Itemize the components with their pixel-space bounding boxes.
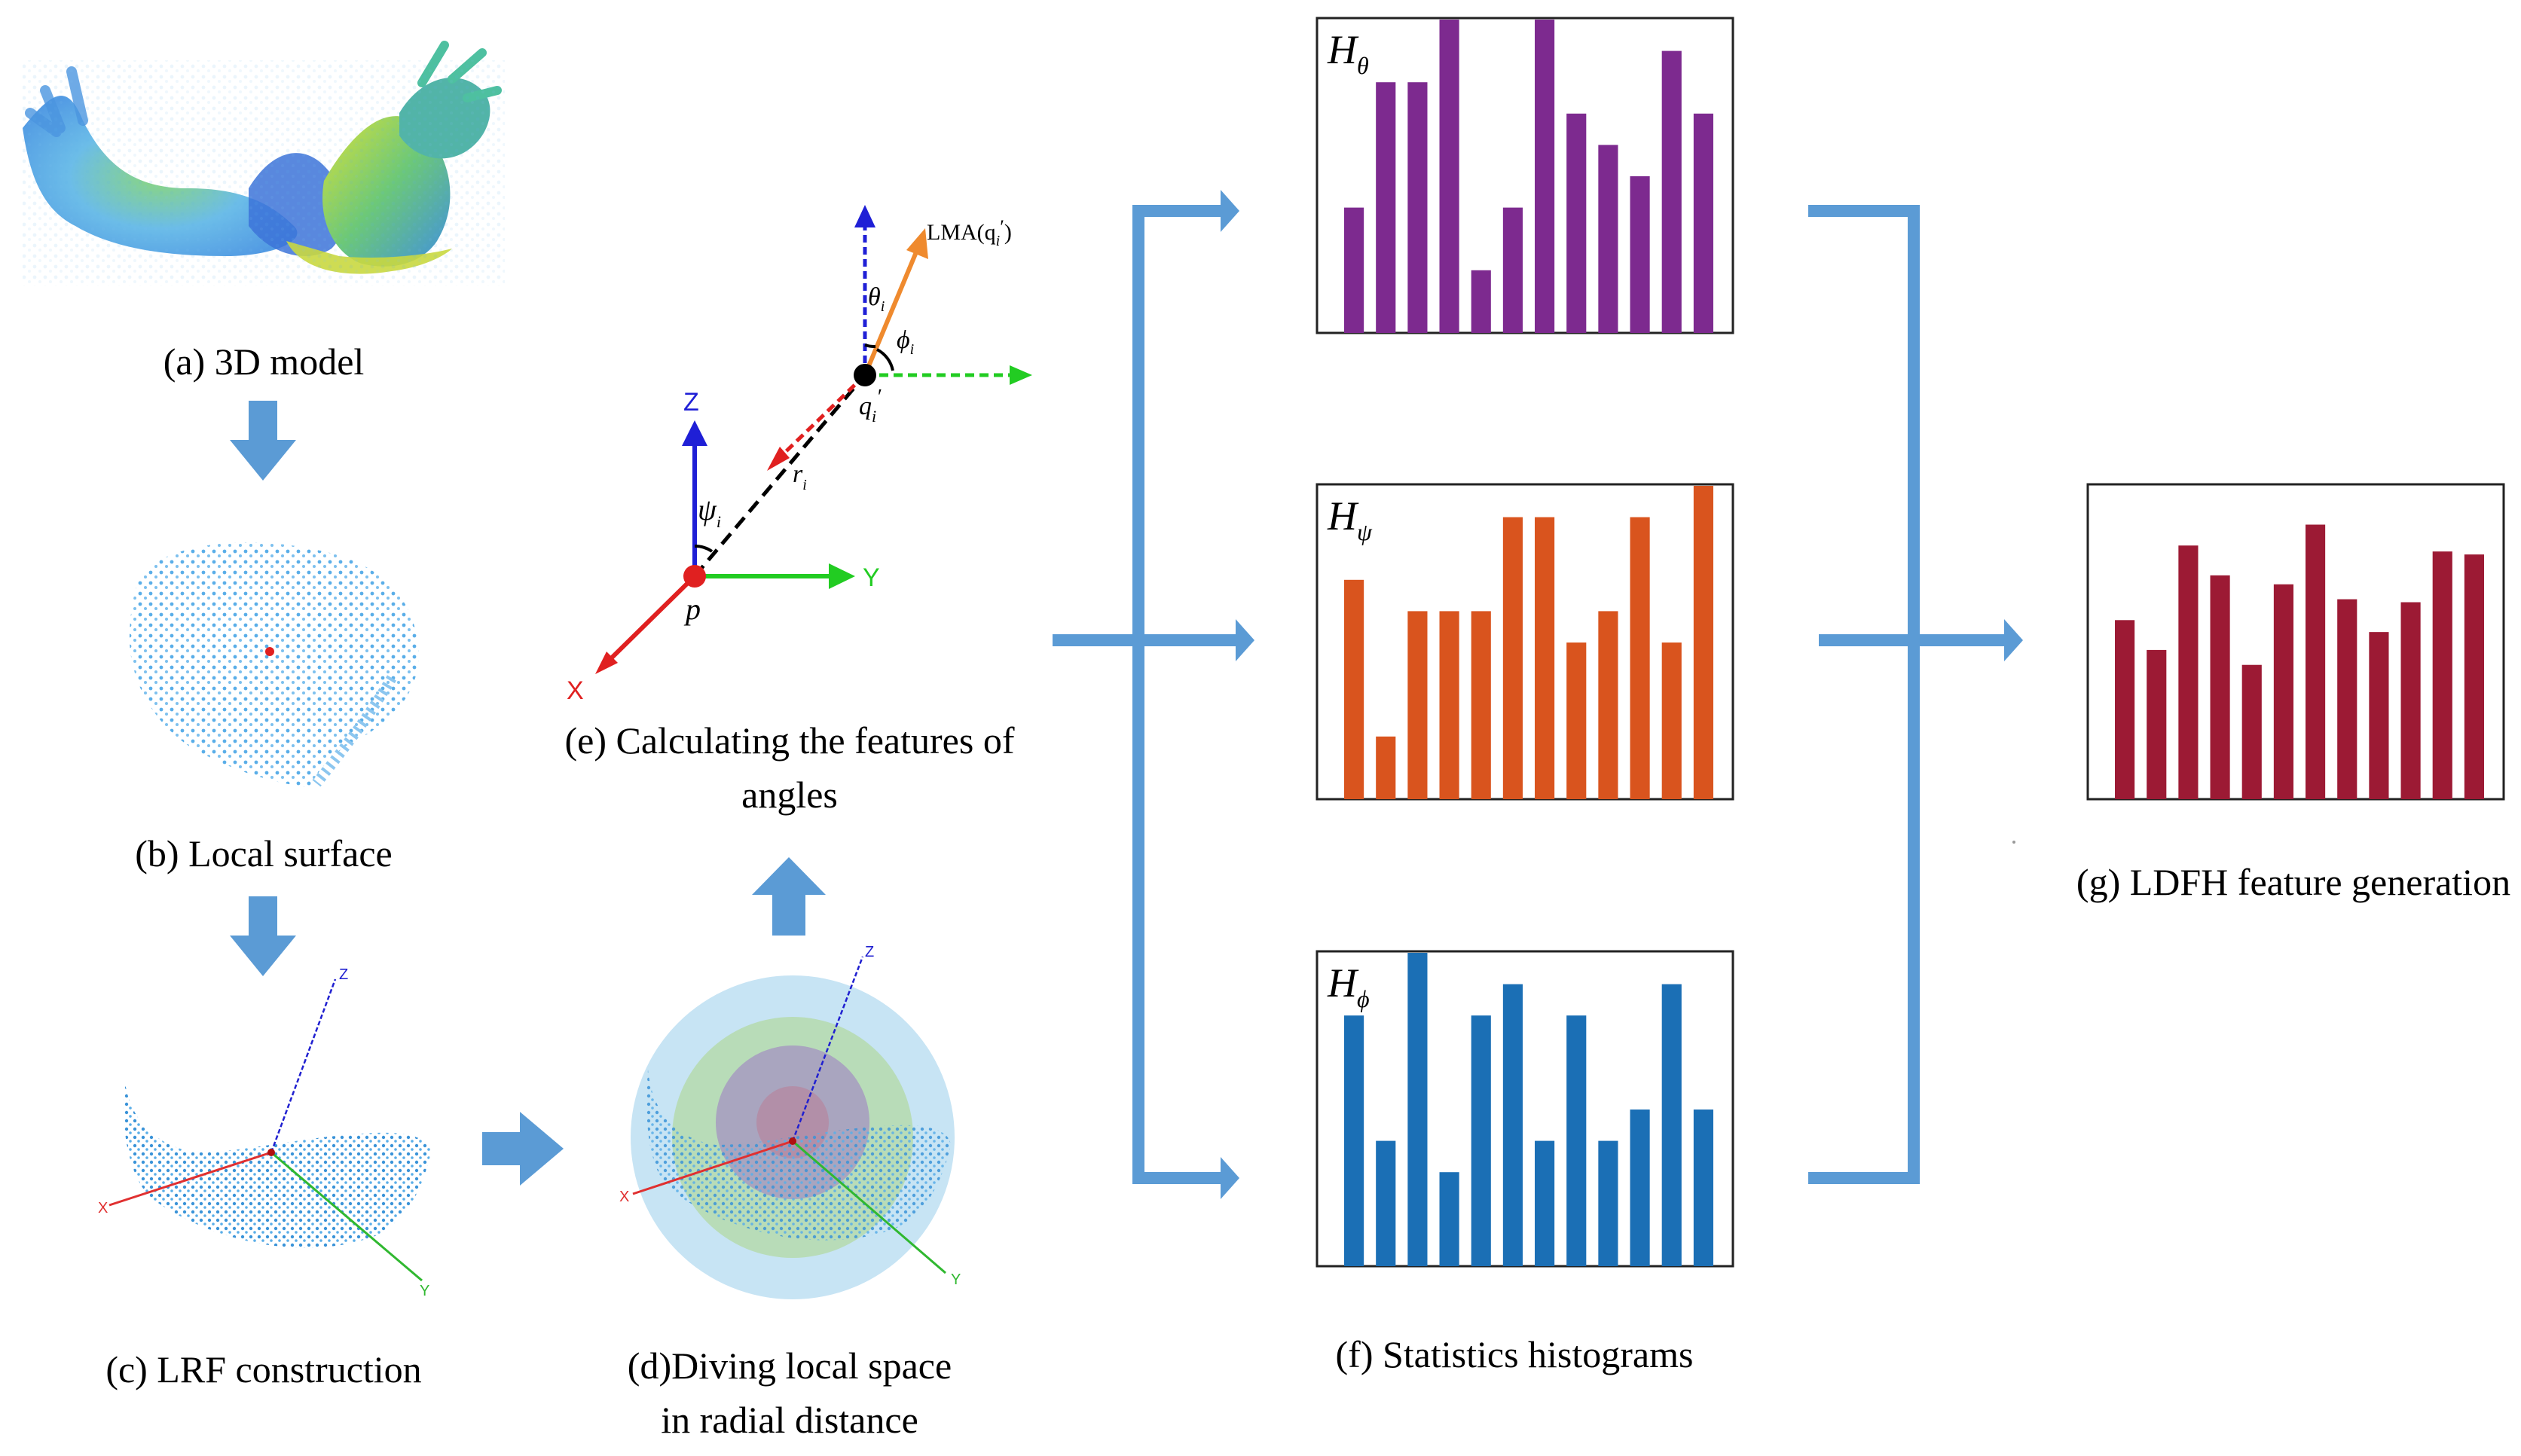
histogram-psi-bar-6 (1502, 517, 1523, 799)
theta-label: θi (868, 283, 885, 315)
histogram-phi-bar-8 (1566, 1015, 1587, 1266)
histogram-theta-bar-8 (1566, 113, 1587, 334)
lma-label: LMA(qi′) (927, 216, 1012, 249)
histogram-psi-bar-11 (1661, 643, 1682, 799)
histogram-psi-bar-12 (1693, 486, 1713, 799)
histogram-theta-bar-4 (1439, 20, 1459, 333)
point-q-label: qi′ (859, 386, 882, 426)
axis-x-label: X (567, 676, 584, 705)
histogram-phi-bar-12 (1693, 1110, 1713, 1266)
angle-feature-diagram: Z Y X p qi′ LMA(qi′) θi ϕi ψi ri (567, 205, 1032, 705)
histogram-theta-bar-3 (1407, 82, 1428, 333)
histogram-psi-bars (1344, 486, 1713, 799)
histogram-ldfh-bar-3 (2178, 545, 2199, 799)
histogram-phi-bar-4 (1439, 1172, 1459, 1266)
histogram-phi-bar-2 (1376, 1140, 1396, 1266)
histogram-psi-bar-5 (1471, 611, 1491, 799)
histogram-psi-bar-7 (1535, 517, 1555, 799)
histogram-ldfh-bar-5 (2241, 664, 2262, 799)
histogram-phi-bar-6 (1502, 984, 1523, 1266)
caption-d-line1: (d)Diving local space (628, 1345, 952, 1387)
histogram-phi-bar-3 (1407, 953, 1428, 1266)
psi-label: ψi (698, 493, 721, 531)
point-p-label: p (683, 592, 701, 626)
histogram-theta-bar-6 (1502, 207, 1523, 333)
histogram-ldfh-bar-10 (2400, 602, 2421, 799)
histogram-phi-bar-5 (1471, 1015, 1491, 1266)
local-surface-image (129, 542, 419, 787)
histogram-phi-bar-11 (1661, 984, 1682, 1266)
histogram-psi-bar-4 (1439, 611, 1459, 799)
histogram-theta-bar-5 (1471, 270, 1491, 333)
arrow-b-to-c (230, 896, 296, 976)
histogram-phi-bar-1 (1344, 1015, 1364, 1266)
histogram-ldfh-bar-8 (2337, 599, 2358, 799)
phi-label: ϕi (897, 326, 914, 358)
lrf-z-label: Z (339, 966, 348, 983)
arrow-d-to-e (752, 857, 826, 936)
histogram-ldfh-bar-1 (2115, 620, 2135, 799)
histogram-ldfh-bar-11 (2432, 551, 2452, 799)
histogram-psi-bar-10 (1630, 517, 1650, 799)
histogram-theta-bar-12 (1693, 113, 1713, 334)
arrow-a-to-b (230, 401, 296, 481)
histogram-ldfh-bar-4 (2210, 575, 2230, 799)
histogram-phi-bar-7 (1535, 1140, 1555, 1266)
histogram-ldfh-bar-6 (2273, 584, 2293, 799)
histogram-theta-bar-11 (1661, 50, 1682, 333)
histogram-ldfh (2086, 483, 2505, 801)
histogram-theta-title: Hθ (1327, 27, 1369, 79)
lrf-image: Z X Y (98, 966, 432, 1299)
histogram-ldfh-bars (2115, 524, 2484, 799)
histogram-psi-bar-1 (1344, 579, 1364, 799)
histogram-theta-bars (1344, 20, 1713, 334)
radial-division-image: Z X Y (619, 944, 961, 1299)
histogram-psi-bar-2 (1376, 736, 1396, 799)
caption-a: (a) 3D model (163, 340, 365, 383)
histogram-psi-title: Hψ (1327, 493, 1373, 545)
histogram-phi-bar-10 (1630, 1110, 1650, 1266)
lrf-x-label: X (98, 1200, 108, 1216)
caption-e-line1: (e) Calculating the features of (565, 719, 1015, 762)
split-arrows (1053, 190, 1254, 1199)
r-label: ri (793, 460, 807, 493)
histogram-psi-bar-3 (1407, 611, 1428, 799)
histogram-theta: Hθ (1316, 17, 1734, 334)
histogram-theta-bar-10 (1630, 176, 1650, 333)
histogram-theta-bar-1 (1344, 207, 1364, 333)
caption-e-line2: angles (741, 774, 838, 816)
merge-arrows (1808, 205, 2023, 1184)
radial-x-label: X (619, 1189, 629, 1205)
histogram-phi: Hϕ (1316, 950, 1734, 1268)
arrow-c-to-d (482, 1112, 564, 1186)
caption-g: (g) LDFH feature generation (2076, 861, 2510, 903)
histogram-ldfh-bar-9 (2369, 632, 2389, 799)
radial-z-label: Z (865, 944, 874, 960)
histogram-theta-bar-9 (1598, 145, 1618, 333)
histogram-ldfh-bar-7 (2306, 524, 2326, 799)
histogram-phi-title: Hϕ (1327, 960, 1370, 1012)
histogram-phi-bars (1344, 953, 1713, 1266)
dragon-model-image (23, 41, 505, 286)
axis-z-label: Z (683, 388, 699, 417)
caption-b: (b) Local surface (135, 832, 392, 875)
histogram-psi-bar-9 (1598, 611, 1618, 799)
axis-y-label: Y (863, 563, 880, 592)
histogram-phi-bar-9 (1598, 1140, 1618, 1266)
caption-f: (f) Statistics histograms (1336, 1333, 1694, 1375)
histogram-ldfh-bar-2 (2147, 649, 2167, 799)
radial-y-label: Y (951, 1271, 961, 1288)
lrf-y-label: Y (420, 1283, 429, 1299)
histogram-psi-bar-8 (1566, 643, 1587, 799)
caption-c: (c) LRF construction (105, 1348, 421, 1390)
stray-dot (2012, 841, 2015, 844)
histogram-psi: Hψ (1316, 483, 1734, 801)
histogram-theta-bar-2 (1376, 82, 1396, 333)
histogram-ldfh-bar-12 (2464, 554, 2484, 799)
caption-d-line2: in radial distance (661, 1399, 918, 1441)
histogram-theta-bar-7 (1535, 20, 1555, 333)
